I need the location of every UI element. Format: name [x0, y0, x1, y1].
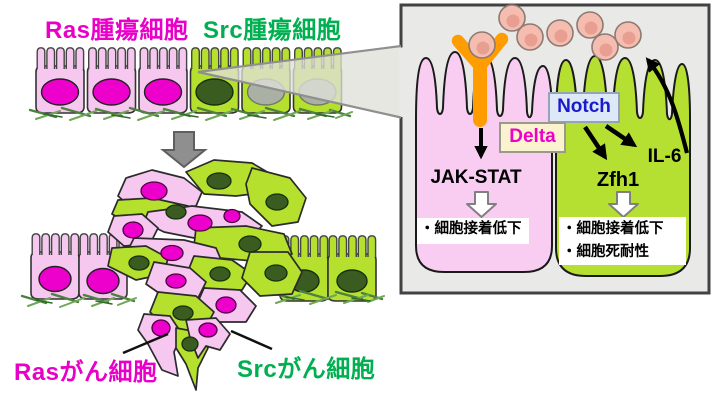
zoom-wedge-icon [197, 44, 403, 119]
arrow-il6-secretion [645, 57, 690, 154]
src-effect-item: ・細胞接着低下 [562, 221, 664, 237]
ras-tumor-label: Ras腫瘍細胞 [45, 17, 189, 44]
src-effect-item: ・細胞死耐性 [562, 244, 649, 260]
ras-effect-item: ・細胞接着低下 [420, 221, 522, 237]
notch-tag: Notch [548, 92, 620, 123]
arrow-notch-to-il6 [604, 124, 638, 148]
transform-arrow-icon [160, 131, 208, 169]
block-arrow-zfh1-effect [608, 191, 639, 218]
secreted-molecule-dots [468, 4, 642, 61]
ras-nucleus [92, 78, 131, 106]
ras-nucleus [40, 78, 80, 106]
block-arrow-jakstat-effect [466, 191, 497, 218]
basement-membrane-hatch-top [28, 106, 353, 121]
ras-cancer-label: Rasがん細胞 [14, 359, 158, 386]
ras-nucleus [38, 265, 72, 293]
jak-stat-label: JAK-STAT [430, 167, 522, 188]
basement-membrane-hatch-bottom [20, 289, 385, 308]
tumor-mass [107, 159, 307, 391]
inset-ras-cell [415, 50, 553, 273]
src-effects-box: ・細胞接着低下 ・細胞死耐性 [559, 217, 686, 265]
delta-tag: Delta [499, 122, 566, 153]
zfh1-label: Zfh1 [596, 169, 640, 191]
signal-arrows [474, 57, 690, 161]
src-pointer-line [230, 329, 273, 351]
src-tumor-label: Src腫瘍細胞 [203, 17, 342, 44]
ras-pointer-line [122, 332, 169, 355]
src-nucleus [195, 78, 234, 106]
bottom-epithelium-left [30, 233, 128, 300]
arrow-notch-to-zfh1 [583, 125, 608, 161]
ras-nucleus [86, 267, 120, 295]
il6-label: IL-6 [647, 146, 682, 167]
src-nucleus [336, 269, 368, 293]
ras-nucleus [143, 78, 183, 106]
src-cancer-label: Srcがん細胞 [237, 356, 376, 383]
ras-effects-box: ・細胞接着低下 [417, 218, 529, 244]
